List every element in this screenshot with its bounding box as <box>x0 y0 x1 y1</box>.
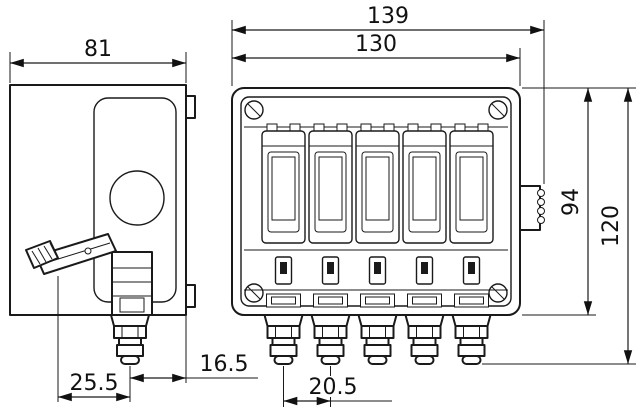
dimension-16-5: 16.5 <box>129 315 258 402</box>
dimension-20-5: 20.5 <box>283 366 392 407</box>
release-lever <box>25 233 117 275</box>
knockout-circle <box>109 170 165 226</box>
cable-gland <box>310 314 351 365</box>
mounting-tab-top <box>185 95 196 119</box>
dimension-label-width-body: 130 <box>355 32 397 57</box>
dimension-label-gland-spacing: 20.5 <box>309 375 358 400</box>
corner-screw <box>244 100 264 120</box>
cable-gland <box>263 314 304 365</box>
corner-screw <box>244 283 264 303</box>
corner-screw <box>488 283 508 303</box>
terminal-clamp <box>111 251 153 316</box>
dimension-label-depth: 81 <box>84 37 112 62</box>
cable-gland <box>451 314 492 365</box>
side-view <box>9 84 196 365</box>
side-cable-gland <box>110 314 150 365</box>
mounting-tab-bottom <box>185 284 196 308</box>
cable-gland <box>357 314 398 365</box>
front-view <box>231 87 545 365</box>
dimension-label-gland-center-side: 25.5 <box>70 371 119 396</box>
dimension-130: 130 <box>232 32 521 86</box>
dimension-label-height-overall: 120 <box>599 205 624 247</box>
dimension-label-width-overall: 139 <box>367 4 409 29</box>
dimension-94: 94 <box>522 87 636 316</box>
corner-screw <box>488 100 508 120</box>
side-connector <box>519 185 545 231</box>
dimension-81: 81 <box>9 37 187 83</box>
cable-gland <box>404 314 445 365</box>
dimension-label-height-body: 94 <box>559 188 584 216</box>
dimension-25-5: 25.5 <box>57 276 130 402</box>
dimension-label-gland-offset: 16.5 <box>200 352 249 377</box>
dimension-120: 120 <box>482 88 636 365</box>
dimension-139: 139 <box>231 4 545 184</box>
